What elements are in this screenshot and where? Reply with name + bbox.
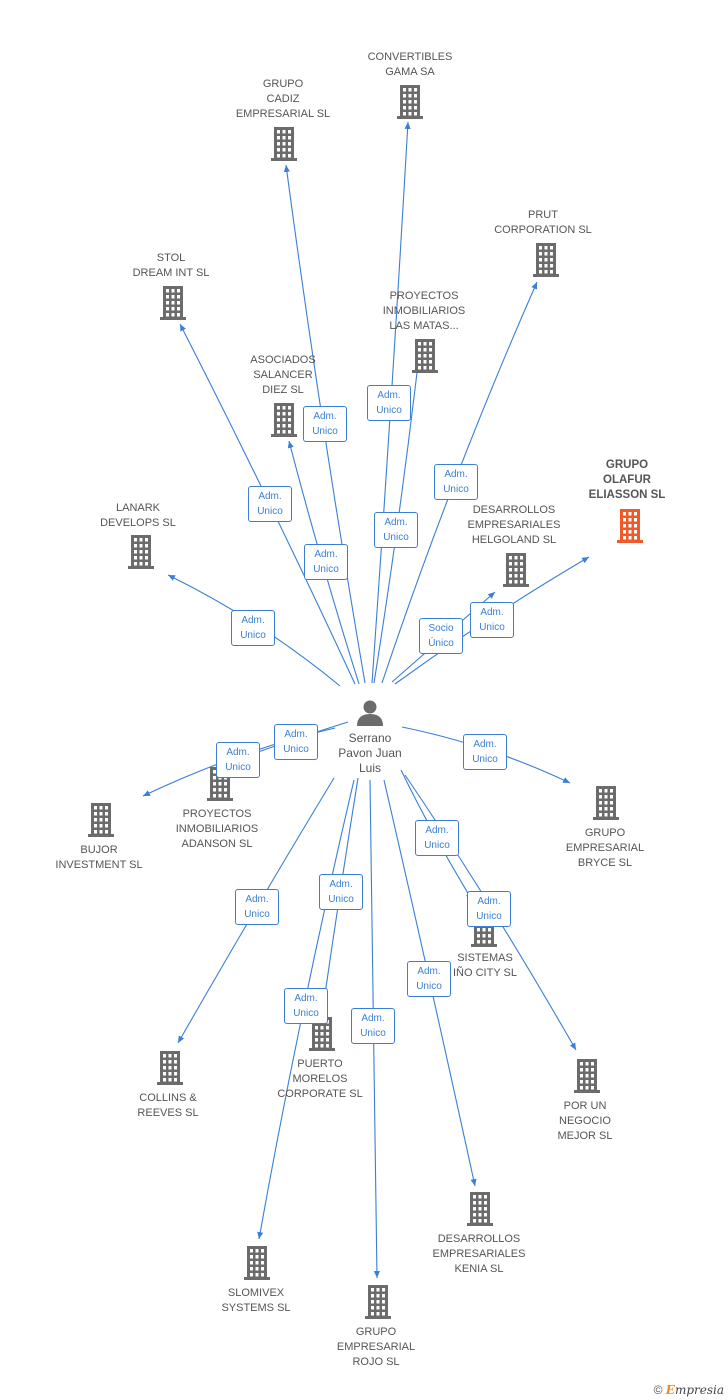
role-badge-rojo: Adm. Unico [351,1008,395,1044]
building-icon-bujor[interactable] [88,803,114,837]
role-badge-lanark: Adm. Unico [231,610,275,646]
building-icon-asociados[interactable] [271,403,297,437]
company-label-sistemas[interactable]: SISTEMAS IÑO CITY SL [453,952,517,979]
company-label-rojo[interactable]: GRUPO EMPRESARIAL ROJO SL [336,1326,416,1368]
building-icon-prut[interactable] [533,243,559,277]
building-icon-olafur[interactable] [617,509,643,543]
company-label-bryce[interactable]: GRUPO EMPRESARIAL BRYCE SL [565,827,645,869]
company-label-adanson[interactable]: PROYECTOS INMOBILIARIOS ADANSON SL [175,808,259,850]
company-label-puerto[interactable]: PUERTO MORELOS CORPORATE SL [277,1058,363,1100]
building-icon-helgoland[interactable] [503,553,529,587]
brand-logo-text: mpresia [674,1383,724,1397]
company-label-convertibles[interactable]: CONVERTIBLES GAMA SA [367,51,453,78]
building-icon-puerto[interactable] [309,1017,335,1051]
company-label-lanark[interactable]: LANARK DEVELOPS SL [100,502,176,529]
person-name-label[interactable]: Serrano Pavon Juan Luis [338,731,402,775]
brand-logo-e: E [665,1383,675,1397]
role-badge-kenia: Adm. Unico [407,961,451,997]
role-badge-collins: Adm. Unico [235,889,279,925]
role-badge-proyectos_matas: Adm. Unico [374,512,418,548]
company-label-helgoland[interactable]: DESARROLLOS EMPRESARIALES HELGOLAND SL [467,504,561,546]
company-label-olafur[interactable]: GRUPO OLAFUR ELIASSON SL [588,459,666,501]
company-label-kenia[interactable]: DESARROLLOS EMPRESARIALES KENIA SL [432,1233,526,1275]
building-icon-proyectos_matas[interactable] [412,339,438,373]
role-badge-asociados: Adm. Unico [304,544,348,580]
building-icon-bryce[interactable] [593,786,619,820]
building-icon-cadiz[interactable] [271,127,297,161]
building-icon-stol[interactable] [160,286,186,320]
role-badge-olafur: Adm. Unico [470,602,514,638]
company-label-asociados[interactable]: ASOCIADOS SALANCER DIEZ SL [250,354,316,396]
role-badge-sistemas: Adm. Unico [415,820,459,856]
building-icon-rojo[interactable] [365,1285,391,1319]
company-label-cadiz[interactable]: GRUPO CADIZ EMPRESARIAL SL [235,78,331,120]
company-label-bujor[interactable]: BUJOR INVESTMENT SL [55,844,143,871]
building-icon-convertibles[interactable] [397,85,423,119]
role-badge-helgoland: Socio Único [419,618,463,654]
role-badge-convertibles: Adm. Unico [367,385,411,421]
building-icon-lanark[interactable] [128,535,154,569]
role-badge-bryce: Adm. Unico [463,734,507,770]
company-label-negocio[interactable]: POR UN NEGOCIO MEJOR SL [557,1100,613,1142]
company-label-slomivex[interactable]: SLOMIVEX SYSTEMS SL [221,1287,291,1314]
building-icon-collins[interactable] [157,1051,183,1085]
role-badge-adanson: Adm. Unico [274,724,318,760]
brand-logo: Empresia [666,1383,724,1397]
role-badge-bujor: Adm. Unico [216,742,260,778]
footer-brand: © Empresia [654,1383,724,1397]
copyright-symbol: © [653,1383,663,1397]
company-label-collins[interactable]: COLLINS & REEVES SL [137,1092,199,1119]
person-icon[interactable] [357,700,383,727]
building-icon-negocio[interactable] [574,1059,600,1093]
company-label-prut[interactable]: PRUT CORPORATION SL [494,209,592,236]
company-label-proyectos_matas[interactable]: PROYECTOS INMOBILIARIOS LAS MATAS... [382,290,466,332]
building-icon-kenia[interactable] [467,1192,493,1226]
role-badge-negocio: Adm. Unico [467,891,511,927]
role-badge-puerto: Adm. Unico [319,874,363,910]
role-badge-slomivex: Adm. Unico [284,988,328,1024]
role-badge-stol: Adm. Unico [248,486,292,522]
role-badge-prut: Adm. Unico [434,464,478,500]
building-icon-slomivex[interactable] [244,1246,270,1280]
company-label-stol[interactable]: STOL DREAM INT SL [132,252,210,279]
role-badge-cadiz: Adm. Unico [303,406,347,442]
